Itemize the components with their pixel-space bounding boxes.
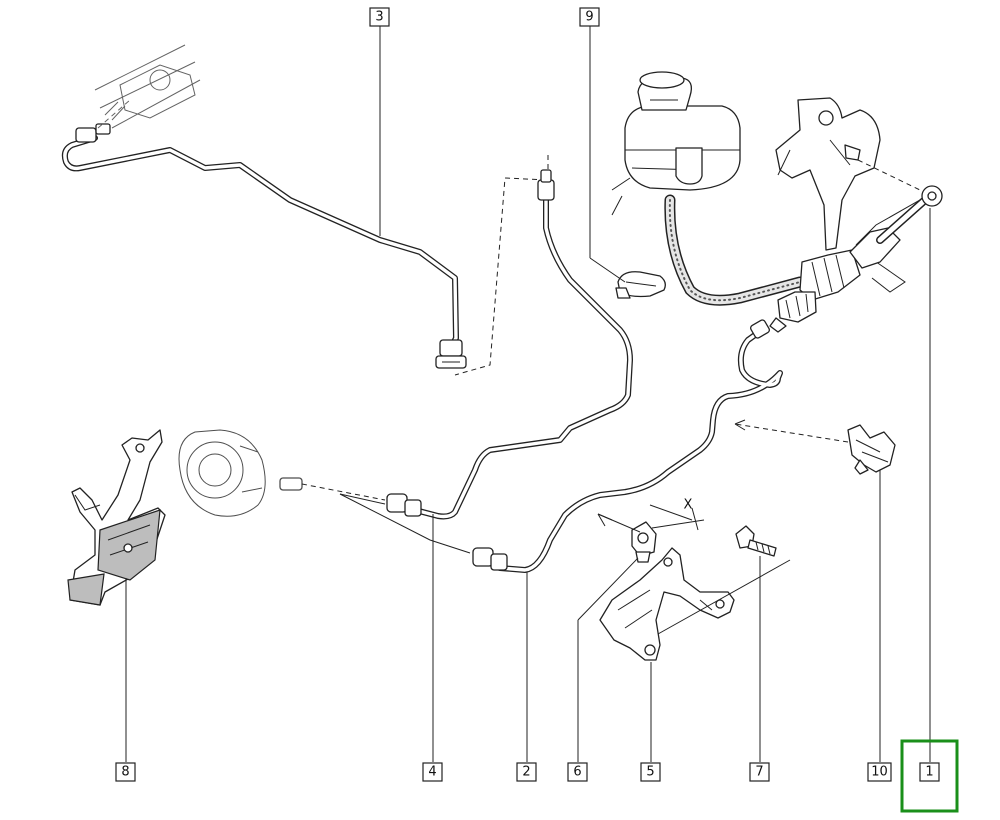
callout-1-label: 1 — [925, 765, 933, 780]
part-2-top-fitting — [750, 319, 770, 339]
dashed-link-clip-10 — [734, 423, 849, 443]
part-4-union-fitting — [386, 493, 422, 517]
dashed-link-pedal — [857, 159, 921, 191]
part-5-bracket[interactable] — [599, 547, 735, 661]
part-2-pipe[interactable] — [472, 319, 783, 573]
release-bearing-ghost — [178, 429, 303, 517]
reservoir-hose — [664, 194, 806, 306]
part-3-lower-fitting — [435, 339, 467, 369]
callout-4[interactable]: 4 — [422, 762, 443, 782]
part-4-pipe[interactable] — [386, 169, 633, 520]
part-3-upper-fitting — [75, 123, 111, 143]
callout-10-label: 10 — [871, 765, 888, 780]
callout-8[interactable]: 8 — [115, 762, 136, 782]
callout-2-label: 2 — [522, 765, 530, 780]
part-7-bolt[interactable] — [735, 525, 777, 557]
callout-3[interactable]: 3 — [369, 7, 390, 27]
callout-3-label: 3 — [375, 10, 383, 25]
callout-9[interactable]: 9 — [579, 7, 600, 27]
callout-6-label: 6 — [573, 765, 581, 780]
part-2-union-fitting — [472, 547, 508, 571]
part-4-top-fitting — [537, 169, 555, 201]
callout-2[interactable]: 2 — [516, 762, 537, 782]
dashed-indicator-bracket — [454, 155, 549, 376]
part-3-pipe[interactable] — [61, 123, 467, 369]
part-10-clip[interactable] — [847, 424, 896, 475]
master-cylinder[interactable] — [769, 185, 943, 333]
bracket-5-leader-diag — [657, 559, 791, 635]
callout-10[interactable]: 10 — [867, 762, 892, 782]
ghost-cylinder-sketch — [94, 44, 201, 129]
callout-1-selection-highlight — [900, 739, 959, 813]
callout-9-label: 9 — [585, 10, 593, 25]
callout-8-label: 8 — [121, 765, 129, 780]
callout-5[interactable]: 5 — [640, 762, 661, 782]
dimension-x-label: X — [684, 498, 693, 513]
fluid-reservoir — [611, 71, 741, 216]
part-8-bracket[interactable] — [67, 429, 166, 606]
split-link — [339, 493, 471, 554]
callout-5-label: 5 — [646, 765, 654, 780]
callout-1[interactable]: 1 — [919, 762, 940, 782]
callout-leaders — [125, 26, 931, 762]
callout-7[interactable]: 7 — [749, 762, 770, 782]
callout-6[interactable]: 6 — [567, 762, 588, 782]
dashed-link-bearing — [301, 483, 386, 501]
pedal-bracket — [775, 97, 906, 293]
part-9-clip[interactable] — [615, 271, 666, 299]
callout-7-label: 7 — [755, 765, 763, 780]
callout-4-label: 4 — [428, 765, 436, 780]
dimension-x: X — [597, 498, 705, 533]
